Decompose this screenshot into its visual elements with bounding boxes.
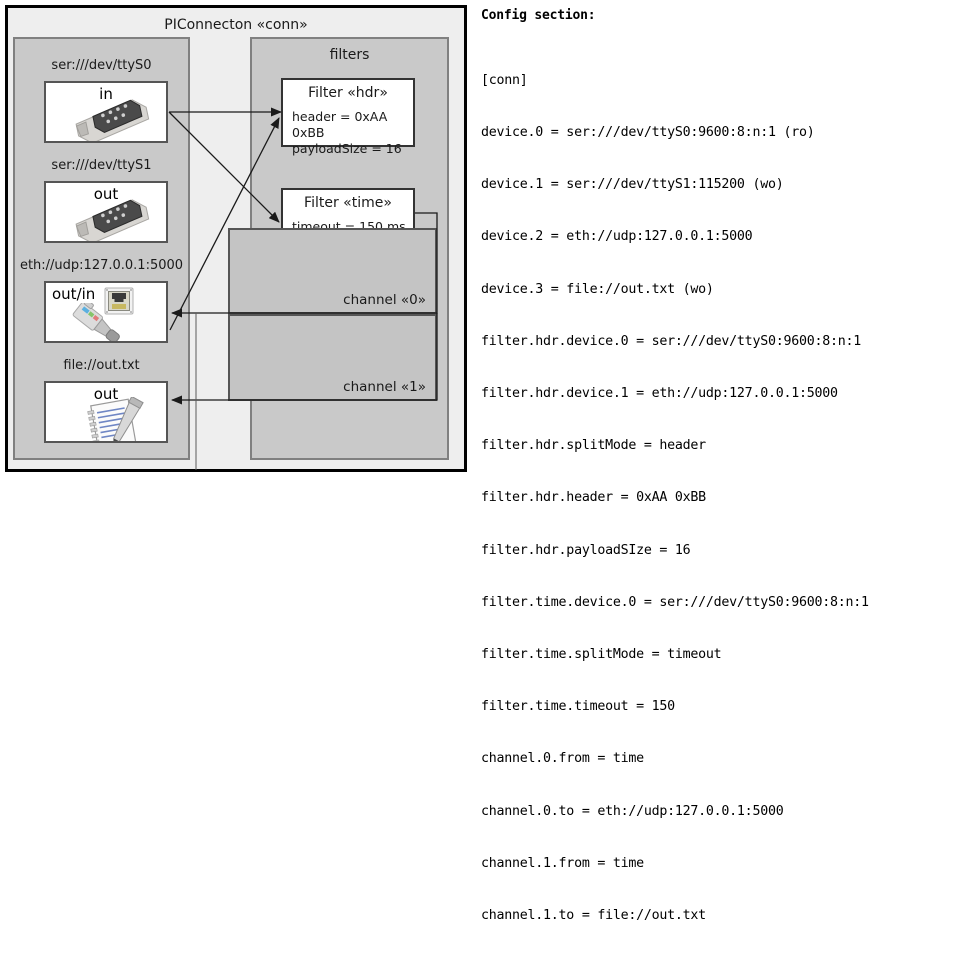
filter-prop: payloadSize = 16	[292, 141, 402, 156]
channel-box-0[interactable]: channel «0»	[228, 228, 437, 314]
config-heading: Config section:	[481, 8, 596, 23]
text-file-icon	[87, 397, 144, 441]
config-line: filter.hdr.splitMode = header	[481, 438, 706, 454]
channel-label-0: channel «0»	[343, 292, 426, 308]
device-direction-ttys0: in	[99, 85, 113, 103]
filter-props-hdr: header = 0xAA 0xBB payloadSize = 16	[292, 109, 413, 157]
serial-port-icon	[75, 199, 150, 241]
config-line: filter.time.splitMode = timeout	[481, 647, 722, 663]
device-direction-ttys1: out	[93, 185, 119, 203]
config-line: filter.hdr.payloadSIze = 16	[481, 542, 691, 558]
filter-prop: header = 0xAA 0xBB	[292, 109, 388, 140]
device-box-eth[interactable]: out/in	[44, 281, 168, 343]
ethernet-jack-icon	[104, 287, 134, 315]
ethernet-cable-icon	[72, 303, 120, 341]
config-line: channel.1.from = time	[481, 855, 644, 871]
filter-title-hdr: Filter «hdr»	[308, 85, 388, 101]
config-line: filter.hdr.header = 0xAA 0xBB	[481, 490, 706, 506]
device-label-file: file://out.txt	[63, 358, 140, 373]
device-label-eth: eth://udp:127.0.0.1:5000	[19, 258, 184, 273]
config-line: channel.1.to = file://out.txt	[481, 908, 706, 924]
config-line: filter.hdr.device.1 = eth://udp:127.0.0.…	[481, 386, 838, 402]
device-label-ttys0: ser:///dev/ttyS0	[51, 58, 152, 73]
config-line: device.1 = ser:///dev/ttyS1:115200 (wo)	[481, 177, 784, 193]
device-box-file[interactable]: out	[44, 381, 168, 443]
device-direction-file: out	[93, 385, 119, 403]
channel-label-1: channel «1»	[343, 379, 426, 395]
config-line: device.2 = eth://udp:127.0.0.1:5000	[481, 229, 753, 245]
config-line: device.3 = file://out.txt (wo)	[481, 281, 714, 297]
device-box-ttys1[interactable]: out	[44, 181, 168, 243]
filter-title-time: Filter «time»	[304, 195, 392, 211]
filters-group-title: filters	[329, 47, 370, 63]
channel-box-1[interactable]: channel «1»	[228, 314, 437, 401]
device-direction-eth: out/in	[52, 285, 96, 303]
config-line: channel.0.from = time	[481, 751, 644, 767]
config-line: filter.time.timeout = 150	[481, 699, 675, 715]
config-line: channel.0.to = eth://udp:127.0.0.1:5000	[481, 803, 784, 819]
config-lines: [conn] device.0 = ser:///dev/ttyS0:9600:…	[481, 37, 959, 959]
device-box-ttys0[interactable]: in	[44, 81, 168, 143]
config-line: [conn]	[481, 72, 528, 88]
config-line: device.0 = ser:///dev/ttyS0:9600:8:n:1 (…	[481, 125, 815, 141]
device-label-ttys1: ser:///dev/ttyS1	[51, 158, 152, 173]
config-line: filter.time.device.0 = ser:///dev/ttyS0:…	[481, 594, 869, 610]
diagram-title: PIConnecton «conn»	[164, 17, 308, 33]
config-line: filter.hdr.device.0 = ser:///dev/ttyS0:9…	[481, 333, 862, 349]
filter-box-hdr[interactable]: Filter «hdr» header = 0xAA 0xBB payloadS…	[281, 78, 415, 156]
serial-port-icon	[75, 99, 150, 141]
